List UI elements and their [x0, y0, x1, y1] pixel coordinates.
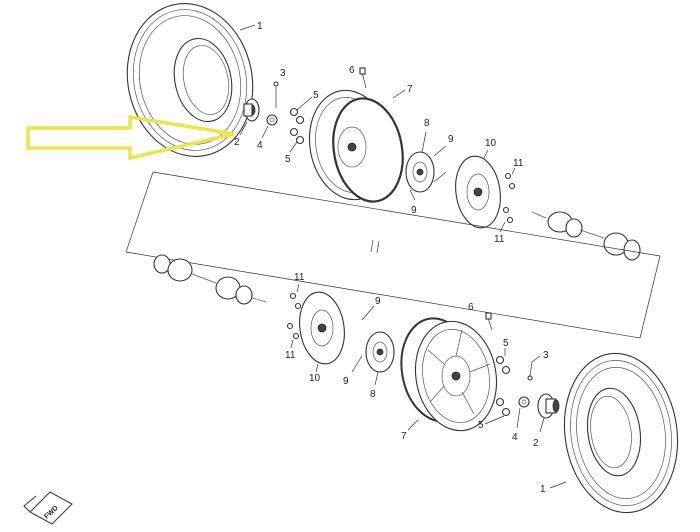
- callout-11-lower-b: 11: [285, 350, 296, 361]
- callout-8-upper: 8: [424, 118, 430, 129]
- callout-4-lower: 4: [512, 432, 518, 443]
- bearing-upper: [243, 98, 260, 122]
- callout-9-upper-a: 9: [448, 134, 454, 145]
- callout-3-lower: 3: [543, 350, 549, 361]
- callout-10-lower: 10: [309, 373, 321, 384]
- bolts-lower: [351, 305, 375, 373]
- callout-1-upper: 1: [257, 21, 263, 32]
- callout-9-lower-b: 9: [343, 376, 349, 387]
- callout-5-upper-b: 5: [285, 154, 291, 165]
- callout-3-upper: 3: [280, 68, 286, 79]
- fwd-direction-badge: FWD: [23, 491, 73, 525]
- disc-lower: [299, 291, 345, 365]
- callout-10-upper: 10: [485, 138, 497, 149]
- callout-7-lower: 7: [401, 431, 407, 442]
- tire-lower: [563, 352, 679, 514]
- callout-9-upper-b: 9: [411, 205, 417, 216]
- callout-1-lower: 1: [540, 484, 546, 495]
- callout-5-lower-b: 5: [478, 420, 484, 431]
- callout-11-lower-a: 11: [294, 272, 305, 283]
- callout-5-upper-a: 5: [313, 90, 319, 101]
- axle-lower: [153, 254, 267, 305]
- callout-11-upper-a: 11: [513, 158, 524, 169]
- rim-upper: [308, 89, 404, 203]
- disc-upper: [455, 155, 501, 229]
- bearing-lower: [537, 393, 560, 419]
- lugnuts-lower: [495, 355, 511, 417]
- rim-lower: [400, 317, 498, 432]
- valve-upper: [359, 67, 367, 89]
- bolts-upper: [409, 145, 447, 201]
- callout-2-lower: 2: [533, 438, 539, 449]
- screws-upper: [502, 172, 516, 224]
- lugnuts-upper: [289, 107, 305, 145]
- callout-5-lower-a: 5: [503, 338, 509, 349]
- stud-lower: [527, 355, 541, 381]
- hub-upper: [405, 151, 435, 193]
- hub-lower: [365, 331, 395, 373]
- screws-lower: [286, 292, 302, 340]
- callout-2-upper: 2: [234, 137, 240, 148]
- nut-upper: [266, 114, 278, 126]
- callout-11-upper-b: 11: [494, 234, 505, 245]
- connecting-lines: [125, 171, 661, 339]
- callout-6-lower: 6: [468, 302, 474, 313]
- callout-6-upper: 6: [349, 65, 355, 76]
- highlight-arrow: [26, 114, 235, 161]
- callout-7-upper: 7: [407, 84, 413, 95]
- axle-upper: [531, 211, 641, 261]
- callout-8-lower: 8: [370, 389, 376, 400]
- callout-4-upper: 4: [257, 140, 263, 151]
- nut-lower: [518, 396, 530, 408]
- valve-lower: [485, 312, 493, 331]
- callout-9-lower-a: 9: [375, 296, 381, 307]
- tire-upper: [126, 3, 254, 157]
- stud-upper: [273, 81, 279, 108]
